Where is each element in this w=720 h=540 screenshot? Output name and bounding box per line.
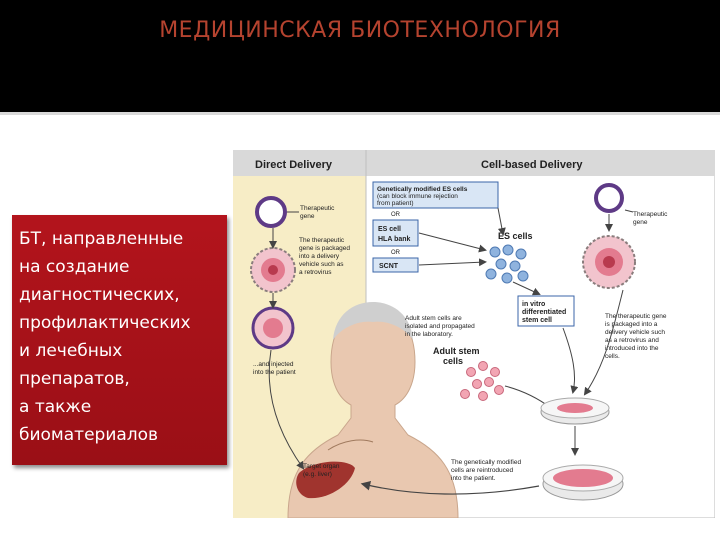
divider (0, 112, 720, 115)
page-title: МЕДИЦИНСКАЯ БИОТЕХНОЛОГИЯ (159, 18, 561, 43)
gm-es-cells-box (372, 181, 499, 209)
text-line: профилактических (19, 313, 191, 333)
es-cells-label: ES cells (498, 231, 533, 241)
text-line: а также (19, 397, 92, 417)
arrow-line (418, 258, 487, 267)
packaged-virus-icon (251, 306, 295, 350)
arrow-line (418, 232, 487, 253)
packaged-virus-icon (582, 235, 636, 289)
figure-svg: Direct Delivery Cell-based Delivery Ther… (233, 150, 715, 518)
petri-dish-icon (540, 397, 610, 425)
arrow-line (512, 281, 541, 296)
arrow-line (497, 207, 506, 236)
text-line: и лечебных (19, 341, 123, 361)
virus-icon (594, 183, 624, 213)
in-vitro-box (517, 295, 575, 327)
gm-es-cells-label: Genetically modified ES cells (can block… (377, 186, 469, 207)
figure-header-band (233, 150, 715, 176)
adult-stem-cells-label: Adult stem cells (433, 346, 482, 366)
in-vitro-label: in vitro differentiated stem cell (522, 301, 568, 324)
es-cells-cluster (485, 244, 529, 284)
injected-label: ...and injected into the patient (253, 361, 296, 376)
patient-hair (333, 302, 413, 340)
text-line: диагностических, (19, 285, 180, 305)
target-organ-label: Target organ (e.g. liver) (303, 463, 341, 478)
text-line: препаратов, (19, 369, 130, 389)
or-label: OR (391, 250, 401, 256)
text-line: БТ, направленные (19, 229, 184, 249)
petri-dish-icon (542, 464, 624, 501)
packaged-left-label: The therapeutic gene is packaged into a … (299, 237, 352, 276)
patient-collar (327, 439, 374, 451)
packaged-right-label: The therapeutic gene is packaged into a … (605, 313, 668, 360)
text-line: на создание (19, 257, 130, 277)
title-bar (0, 0, 720, 112)
adult-stem-cells-cluster (460, 361, 504, 401)
packaged-virus-icon (250, 247, 296, 293)
arrow-line (268, 349, 305, 470)
or-label: OR (391, 212, 401, 218)
adult-isolated-label: Adult stem cells are isolated and propag… (405, 315, 477, 338)
reintroduced-label: The genetically modified cells are reint… (451, 459, 523, 482)
scnt-label: SCNT (379, 263, 399, 270)
text-panel: БТ, направленные на создание диагностиче… (12, 215, 227, 465)
text-panel-paragraph: БТ, направленные на создание диагностиче… (19, 225, 227, 449)
therapeutic-gene-left-label: Therapeutic gene (300, 205, 336, 220)
es-hla-bank-label: ES cell HLA bank (378, 226, 411, 243)
arrow-line (562, 327, 579, 394)
therapeutic-gene-right-label: Therapeutic gene (633, 211, 669, 226)
liver-icon (296, 461, 355, 499)
scnt-box (372, 257, 419, 273)
virus-icon (255, 196, 287, 228)
arrow-line (360, 481, 540, 495)
gene-delivery-figure: Direct Delivery Cell-based Delivery Ther… (233, 150, 715, 518)
es-hla-bank-box (372, 219, 419, 247)
text-line: биоматериалов (19, 425, 159, 445)
cell-based-delivery-title: Cell-based Delivery (481, 159, 583, 171)
direct-delivery-title: Direct Delivery (255, 159, 333, 171)
arrow-line (583, 289, 624, 396)
pointer-line (624, 209, 634, 213)
